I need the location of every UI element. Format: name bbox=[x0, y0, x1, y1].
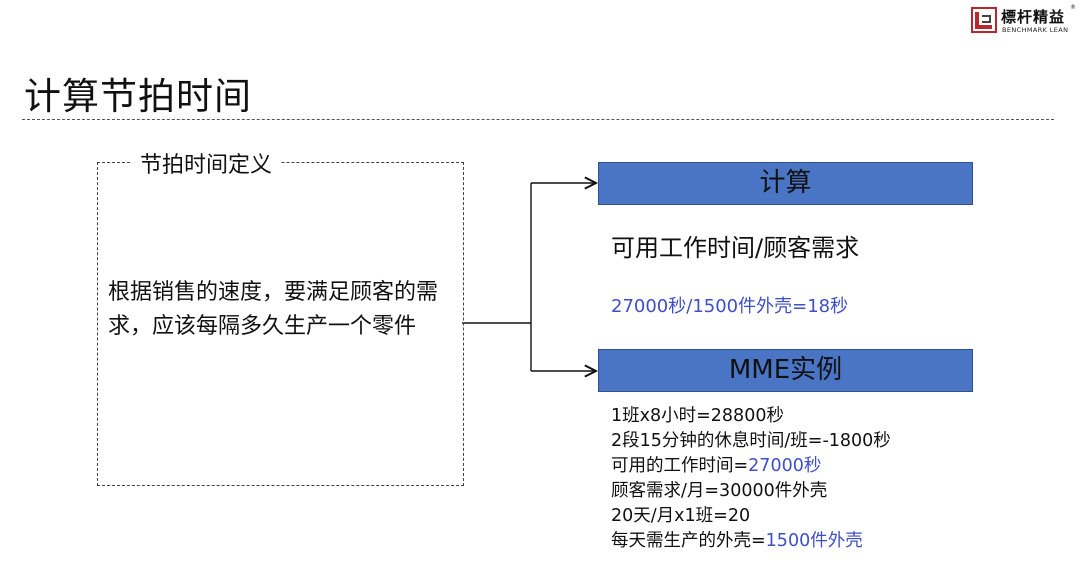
mme-line: 1班x8小时=28800秒 bbox=[611, 406, 784, 426]
logo-name-en: BENCHMARK LEAN bbox=[1002, 26, 1069, 34]
definition-text: 根据销售的速度，要满足顾客的需求，应该每隔多久生产一个零件 bbox=[108, 280, 439, 339]
mme-highlight: 27000秒 bbox=[748, 456, 822, 476]
mme-line: 20天/月x1班=20 bbox=[611, 506, 751, 526]
mme-line: 2段15分钟的休息时间/班=-1800秒 bbox=[611, 431, 891, 451]
mme-line: 可用的工作时间=27000秒 bbox=[611, 456, 822, 476]
definition-legend: 节拍时间定义 bbox=[132, 147, 281, 179]
mme-line: 顾客需求/月=30000件外壳 bbox=[611, 481, 828, 501]
brand-logo: 標杆精益 BENCHMARK LEAN ® bbox=[971, 4, 1076, 37]
calculation-result: 27000秒/1500件外壳=18秒 bbox=[611, 296, 849, 317]
logo-name-cn: 標杆精益 bbox=[1001, 8, 1066, 26]
logo-mark-icon bbox=[971, 7, 997, 33]
page-title: 计算节拍时间 bbox=[24, 75, 252, 118]
mme-highlight: 1500件外壳 bbox=[765, 531, 863, 551]
definition-box bbox=[97, 162, 464, 486]
mme-line: 每天需生产的外壳=1500件外壳 bbox=[611, 531, 863, 551]
mme-example-list: 1班x8小时=28800秒 2段15分钟的休息时间/班=-1800秒 可用的工作… bbox=[611, 404, 891, 554]
calculation-formula: 可用工作时间/顾客需求 bbox=[611, 234, 860, 262]
calculation-header: 计算 bbox=[598, 162, 973, 205]
mme-example-header: MME实例 bbox=[598, 349, 973, 392]
logo-registered-mark: ® bbox=[1070, 4, 1076, 11]
title-divider bbox=[22, 119, 1054, 120]
